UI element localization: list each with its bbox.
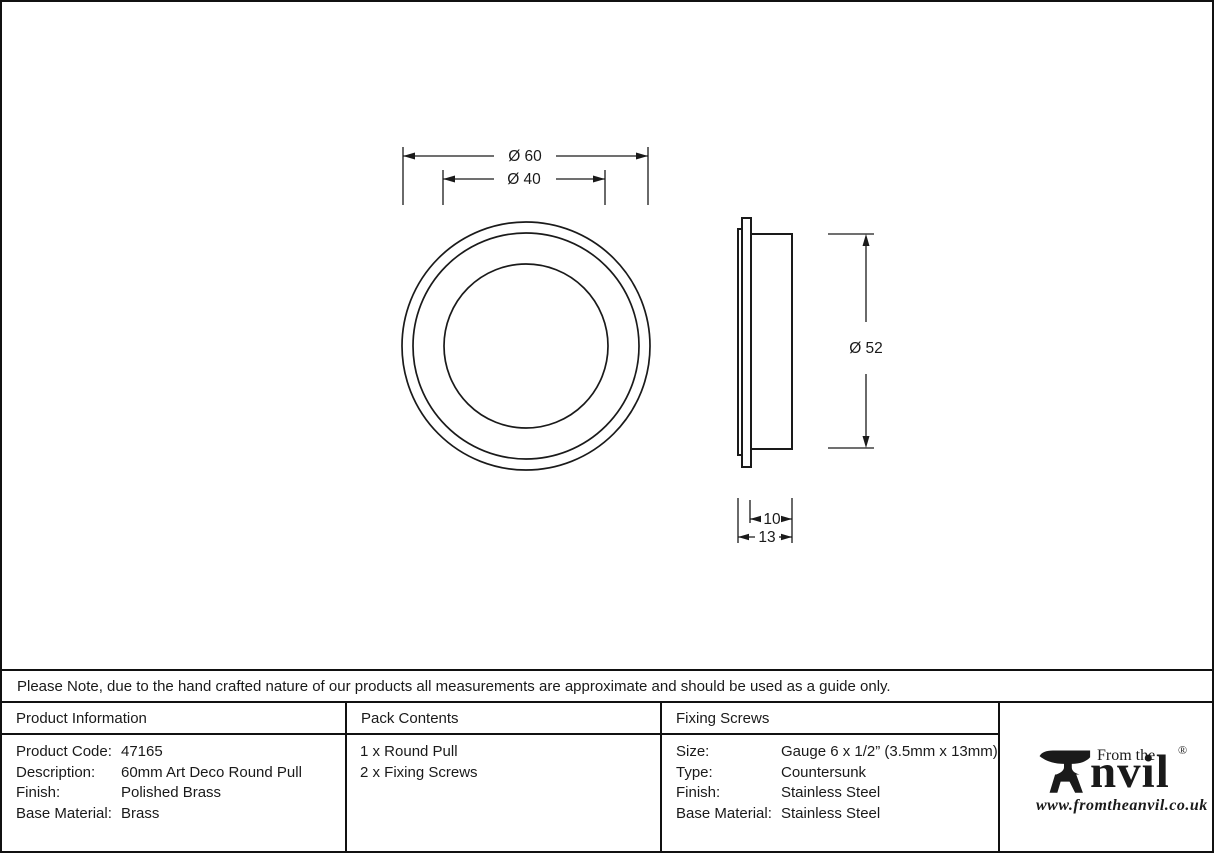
field-label: Base Material: xyxy=(16,804,112,822)
dimension-depths: 10 13 xyxy=(737,498,793,546)
field-value: Gauge 6 x 1/2” (3.5mm x 13mm) xyxy=(781,743,998,760)
field-value: Brass xyxy=(121,804,160,822)
field-label: Description: xyxy=(16,763,96,781)
arrow-up-icon xyxy=(862,234,870,246)
arrow-left-icon xyxy=(403,152,415,160)
table-row: Base Material: Stainless Steel xyxy=(662,804,998,825)
header-fixing-screws: Fixing Screws xyxy=(662,703,1000,735)
arrow-down-icon xyxy=(862,436,870,448)
measurement-note-text: Please Note, due to the hand crafted nat… xyxy=(17,677,891,695)
pack-contents-cell: 1 x Round Pull 2 x Fixing Screws xyxy=(347,735,662,851)
field-label: Type: xyxy=(676,763,713,781)
brand-url: www.fromtheanvil.co.uk xyxy=(1036,797,1208,814)
dim-label-10: 10 xyxy=(763,511,781,528)
table-row: Size: Gauge 6 x 1/2” (3.5mm x 13mm) xyxy=(662,742,998,763)
field-value: Stainless Steel xyxy=(781,784,881,801)
brand-logo-box: From the nvil ® www.fromtheanvil.co.uk xyxy=(1000,703,1212,851)
table-row: Base Material: Brass xyxy=(2,804,345,825)
arrow-left-icon xyxy=(443,175,455,183)
side-view xyxy=(737,217,793,468)
field-label: Base Material: xyxy=(676,804,772,822)
table-row: Finish: Stainless Steel xyxy=(662,783,998,804)
brand-wordmark: nvil xyxy=(1090,746,1170,798)
field-value: Countersunk xyxy=(781,763,867,781)
field-label: Size: xyxy=(676,743,710,760)
table-row: Description: 60mm Art Deco Round Pull xyxy=(2,763,345,784)
list-item: 2 x Fixing Screws xyxy=(360,763,478,781)
dim-label-52: Ø 52 xyxy=(849,340,883,357)
registered-trademark-icon: ® xyxy=(1178,743,1188,757)
field-value: Polished Brass xyxy=(121,784,222,801)
field-value: 60mm Art Deco Round Pull xyxy=(121,763,302,781)
front-view xyxy=(401,221,651,471)
table-row: Product Code: 47165 xyxy=(2,742,345,763)
dim-label-40: Ø 40 xyxy=(507,171,541,188)
dimension-height: Ø 52 xyxy=(828,233,883,449)
arrow-right-icon xyxy=(781,515,792,523)
inner-circle xyxy=(443,263,609,429)
technical-drawing: Ø 60 Ø 40 Ø 52 xyxy=(401,147,883,546)
pull-body xyxy=(749,233,793,450)
field-label: Product Code: xyxy=(16,743,112,760)
dimension-outer-diameter: Ø 60 xyxy=(402,147,649,205)
table-row: Type: Countersunk xyxy=(662,763,998,784)
rim-circle xyxy=(412,232,640,460)
field-label: Finish: xyxy=(16,784,61,801)
header-product-information: Product Information xyxy=(2,703,347,735)
front-flange xyxy=(741,217,752,468)
anvil-icon xyxy=(1039,750,1091,793)
product-information-cell: Product Code: 47165 Description: 60mm Ar… xyxy=(2,735,347,851)
dim-label-13: 13 xyxy=(758,529,775,546)
field-value: Stainless Steel xyxy=(781,804,881,822)
arrow-right-icon xyxy=(781,533,792,541)
brand-from-the: From the xyxy=(1097,747,1156,764)
fixing-screws-cell: Size: Gauge 6 x 1/2” (3.5mm x 13mm) Type… xyxy=(662,735,1000,851)
arrow-left-icon xyxy=(750,515,761,523)
dimension-inner-diameter: Ø 40 xyxy=(442,170,606,205)
field-label: Finish: xyxy=(676,784,721,801)
arrow-right-icon xyxy=(593,175,605,183)
dim-label-60: Ø 60 xyxy=(508,148,542,165)
info-table: Product Information Pack Contents Fixing… xyxy=(2,703,1212,851)
table-row: Finish: Polished Brass xyxy=(2,783,345,804)
header-pack-contents: Pack Contents xyxy=(347,703,662,735)
field-value: 47165 xyxy=(121,743,163,760)
arrow-right-icon xyxy=(636,152,648,160)
list-item: 1 x Round Pull xyxy=(360,743,458,760)
measurement-note-row: Please Note, due to the hand crafted nat… xyxy=(2,669,1212,703)
arrow-left-icon xyxy=(738,533,749,541)
outer-circle xyxy=(401,221,651,471)
